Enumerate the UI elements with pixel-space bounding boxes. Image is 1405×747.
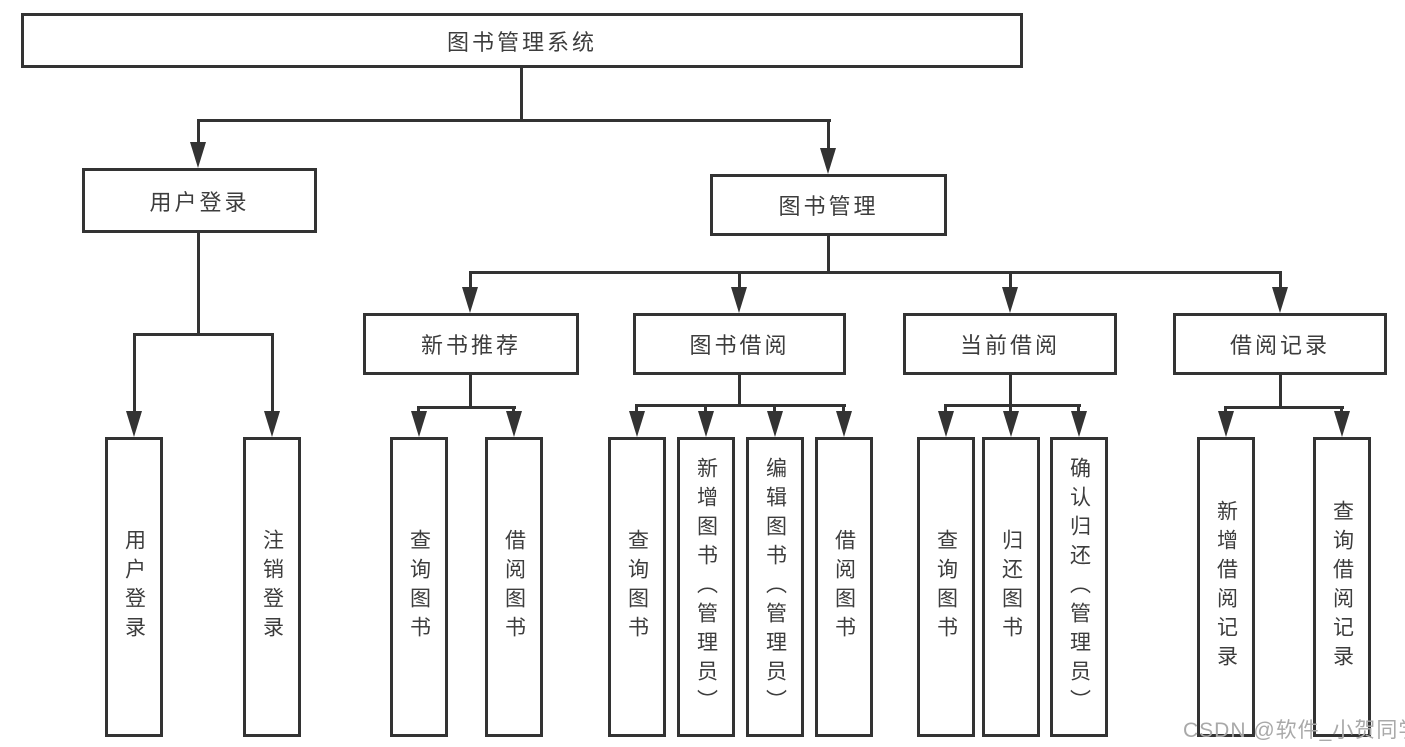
connector-mgmt-drop-1	[469, 271, 472, 288]
leaf-current-confirm-return-admin: 确认归还（管理员）	[1050, 437, 1108, 737]
connector-borrow-hbar	[635, 404, 846, 407]
connector-login-drop-right	[271, 333, 274, 412]
connector-mgmt-stem	[827, 236, 830, 273]
arrowhead-current-leaf-2	[1003, 411, 1019, 437]
arrowhead-to-current-borrow	[1002, 287, 1018, 313]
connector-login-stem	[197, 233, 200, 335]
leaf-current-confirm-return-admin-label: 确认归还（管理员）	[1067, 456, 1091, 718]
connector-mgmt-drop-3	[1009, 271, 1012, 288]
leaf-borrow-borrow-books: 借阅图书	[815, 437, 873, 737]
connector-rec-drop-1	[417, 406, 420, 413]
arrowhead-to-user-login	[190, 142, 206, 168]
leaf-current-return-books: 归还图书	[982, 437, 1040, 737]
connector-current-drop-1	[944, 404, 947, 413]
arrowhead-to-book-borrow	[731, 287, 747, 313]
connector-login-hbar	[133, 333, 274, 336]
connector-mgmt-drop-4	[1279, 271, 1282, 288]
arrowhead-borrow-leaf-4	[836, 411, 852, 437]
connector-records-stem	[1279, 375, 1282, 408]
leaf-rec-borrow-books: 借阅图书	[485, 437, 543, 737]
leaf-records-query-record-label: 查询借阅记录	[1330, 500, 1354, 674]
connector-rec-hbar	[417, 406, 516, 409]
arrowhead-rec-leaf-2	[506, 411, 522, 437]
arrowhead-to-new-book-rec	[462, 287, 478, 313]
leaf-borrow-borrow-books-label: 借阅图书	[832, 529, 856, 645]
leaf-records-add-record-label: 新增借阅记录	[1214, 500, 1238, 674]
leaf-logout-label: 注销登录	[260, 529, 284, 645]
arrowhead-borrow-leaf-3	[767, 411, 783, 437]
connector-borrow-drop-1	[635, 404, 638, 413]
leaf-current-query-books-label: 查询图书	[934, 529, 958, 645]
arrowhead-borrow-leaf-2	[698, 411, 714, 437]
connector-borrow-drop-3	[773, 404, 776, 413]
arrowhead-rec-leaf-1	[411, 411, 427, 437]
leaf-logout: 注销登录	[243, 437, 301, 737]
node-root-library-system: 图书管理系统	[21, 13, 1023, 68]
arrowhead-to-leaf-logout	[264, 411, 280, 437]
csdn-watermark: CSDN @软件_小贺同学	[1183, 719, 1405, 742]
connector-current-stem	[1009, 375, 1012, 406]
connector-rec-drop-2	[512, 406, 515, 413]
leaf-records-add-record: 新增借阅记录	[1197, 437, 1255, 737]
connector-records-drop-2	[1340, 406, 1343, 413]
connector-root-stem	[520, 68, 523, 121]
node-user-login: 用户登录	[82, 168, 317, 233]
arrowhead-current-leaf-1	[938, 411, 954, 437]
connector-root-hbar	[197, 119, 831, 122]
leaf-borrow-edit-books-admin-label: 编辑图书（管理员）	[763, 456, 787, 718]
node-new-book-rec: 新书推荐	[363, 313, 579, 375]
leaf-user-login: 用户登录	[105, 437, 163, 737]
arrowhead-current-leaf-3	[1071, 411, 1087, 437]
connector-login-drop-left	[133, 333, 136, 412]
connector-current-hbar	[944, 404, 1081, 407]
node-book-borrow: 图书借阅	[633, 313, 846, 375]
arrowhead-to-book-mgmt	[820, 148, 836, 174]
connector-current-drop-3	[1077, 404, 1080, 413]
arrowhead-records-leaf-1	[1218, 411, 1234, 437]
leaf-borrow-add-books-admin-label: 新增图书（管理员）	[694, 456, 718, 718]
connector-records-drop-1	[1224, 406, 1227, 413]
leaf-rec-borrow-books-label: 借阅图书	[502, 529, 526, 645]
connector-mgmt-hbar	[469, 271, 1282, 274]
connector-rec-stem	[469, 375, 472, 408]
connector-borrow-drop-4	[842, 404, 845, 413]
arrowhead-records-leaf-2	[1334, 411, 1350, 437]
leaf-user-login-label: 用户登录	[122, 529, 146, 645]
leaf-borrow-add-books-admin: 新增图书（管理员）	[677, 437, 735, 737]
leaf-rec-query-books-label: 查询图书	[407, 529, 431, 645]
connector-root-drop-right	[827, 119, 830, 150]
connector-records-hbar	[1224, 406, 1344, 409]
leaf-current-query-books: 查询图书	[917, 437, 975, 737]
connector-mgmt-drop-2	[738, 271, 741, 288]
arrowhead-to-borrow-records	[1272, 287, 1288, 313]
leaf-current-return-books-label: 归还图书	[999, 529, 1023, 645]
node-current-borrow: 当前借阅	[903, 313, 1117, 375]
leaf-borrow-query-books-label: 查询图书	[625, 529, 649, 645]
leaf-borrow-edit-books-admin: 编辑图书（管理员）	[746, 437, 804, 737]
connector-borrow-drop-2	[704, 404, 707, 413]
leaf-rec-query-books: 查询图书	[390, 437, 448, 737]
connector-borrow-stem	[738, 375, 741, 406]
connector-root-drop-left	[197, 119, 200, 145]
arrowhead-to-leaf-user-login	[126, 411, 142, 437]
connector-current-drop-2	[1009, 404, 1012, 413]
node-book-mgmt: 图书管理	[710, 174, 947, 236]
leaf-records-query-record: 查询借阅记录	[1313, 437, 1371, 737]
arrowhead-borrow-leaf-1	[629, 411, 645, 437]
node-borrow-records: 借阅记录	[1173, 313, 1387, 375]
leaf-borrow-query-books: 查询图书	[608, 437, 666, 737]
